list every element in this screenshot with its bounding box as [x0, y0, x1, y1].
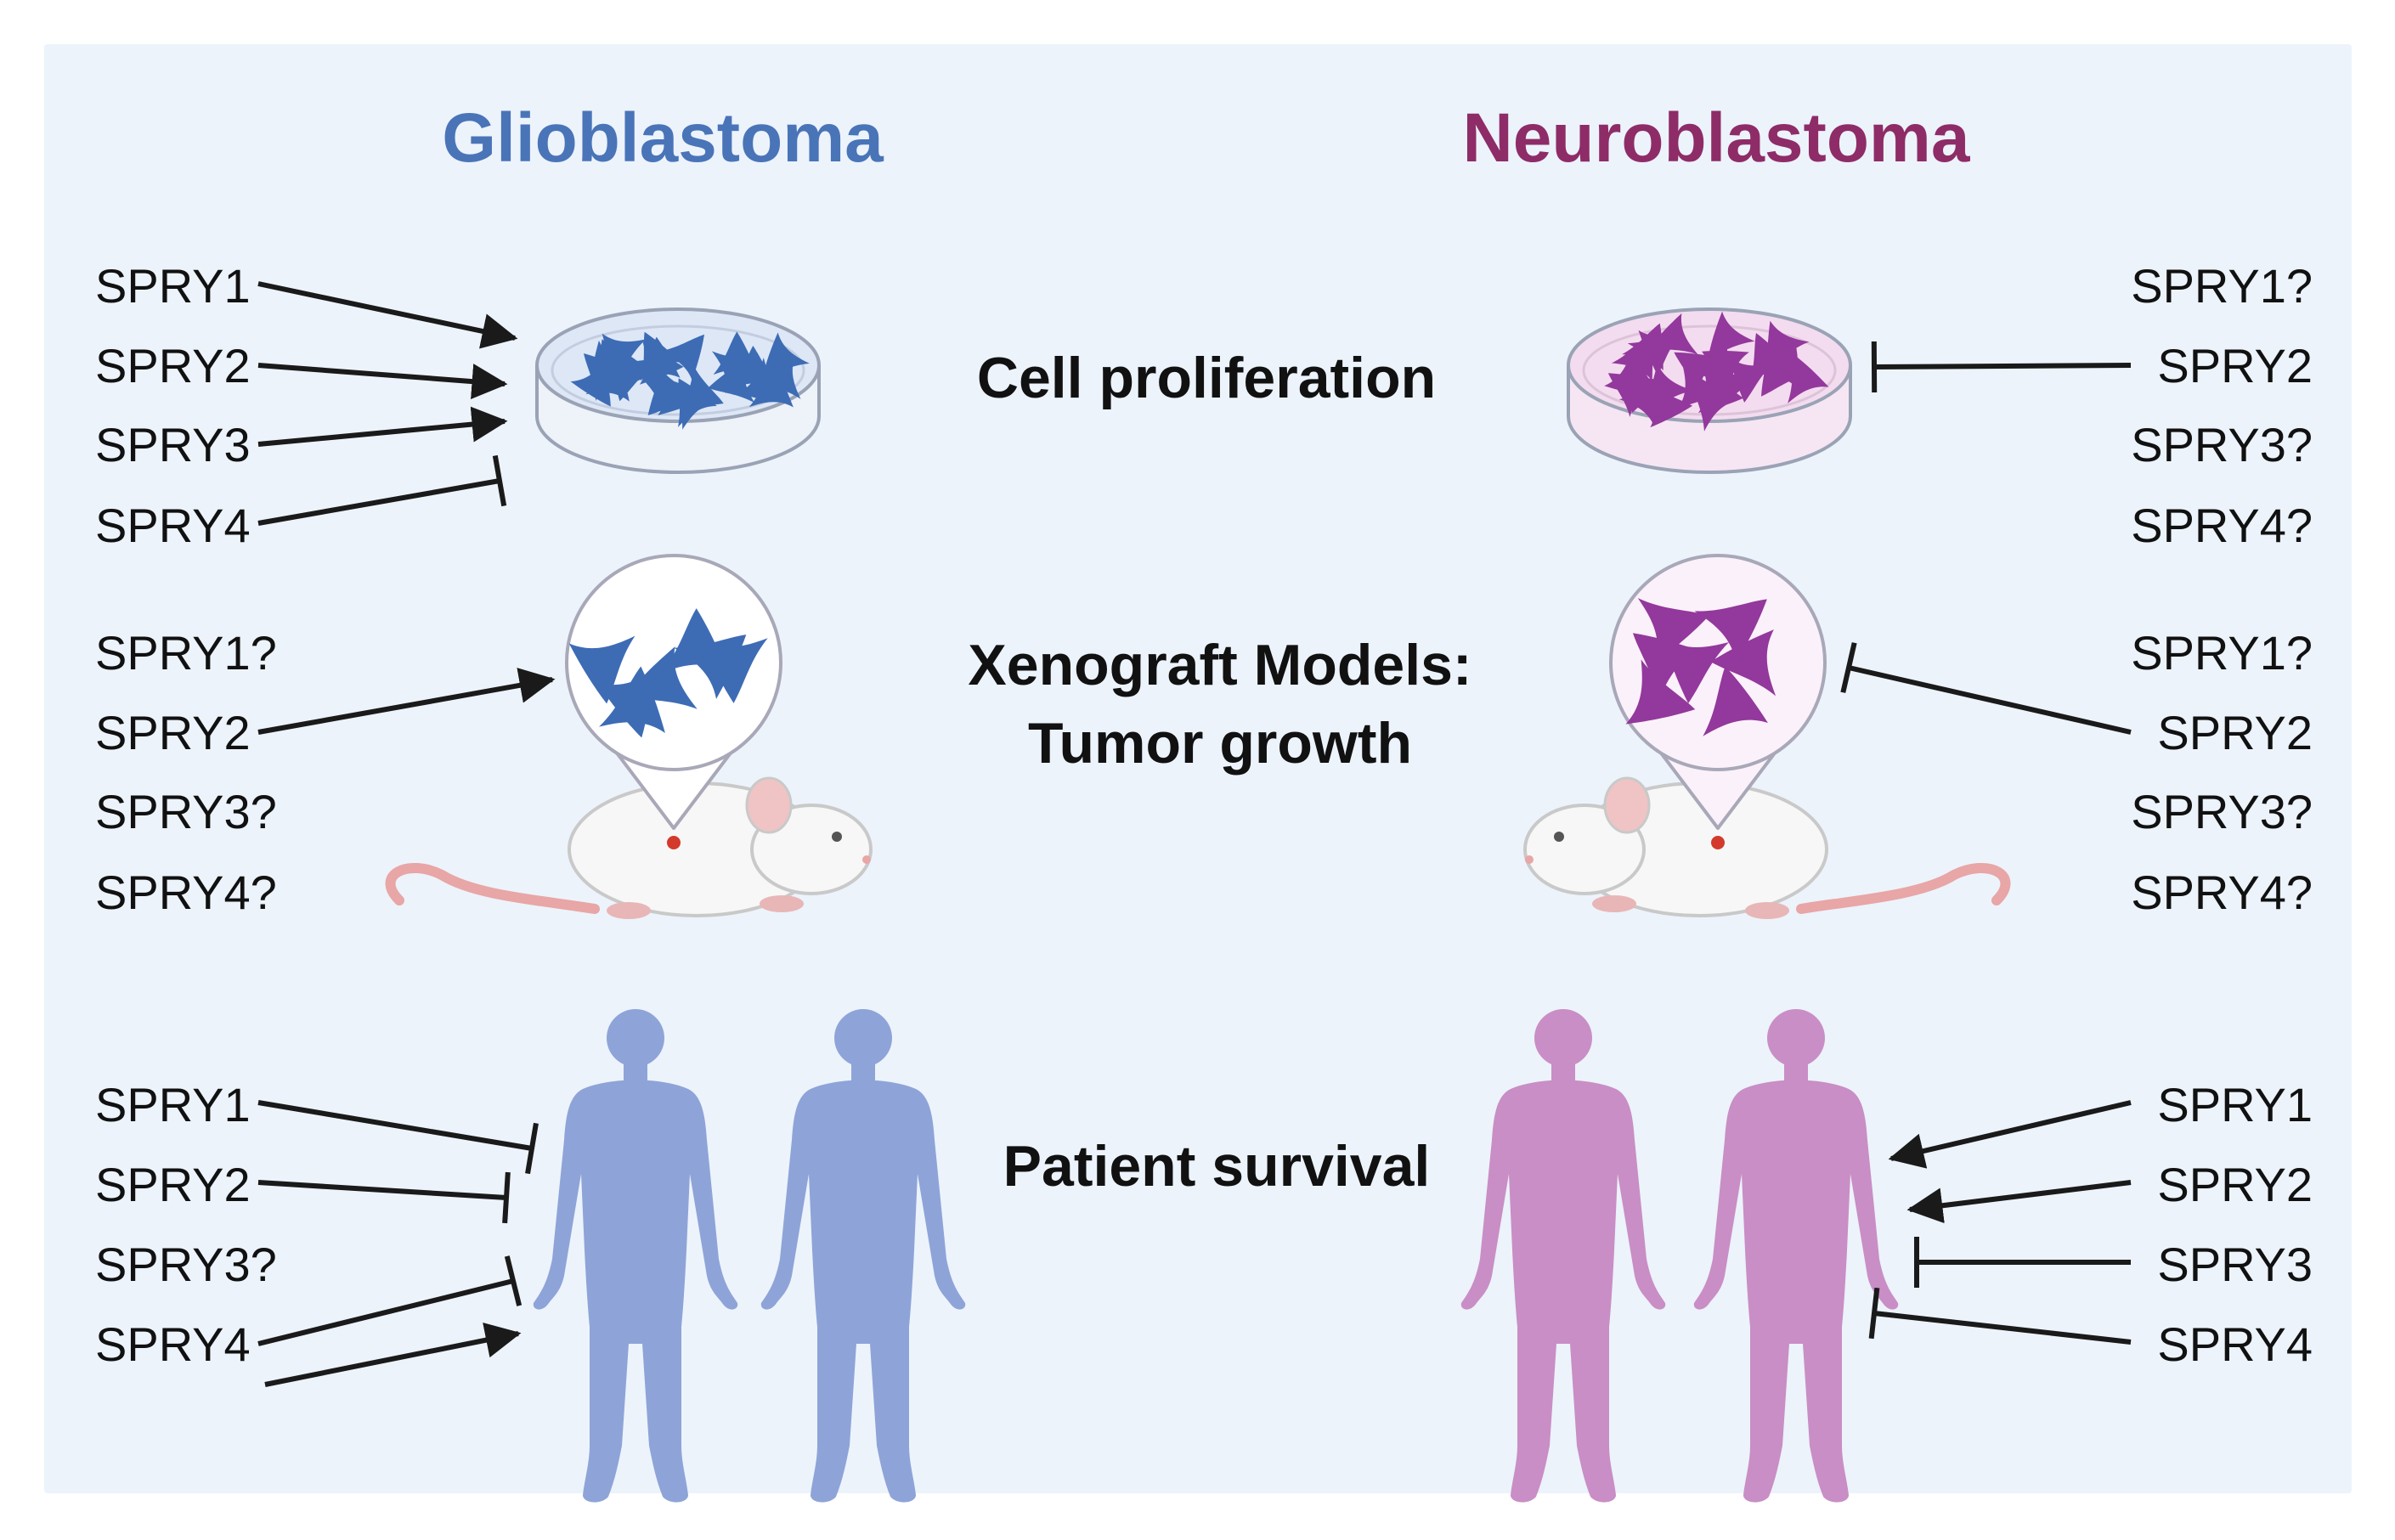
nbl-xenograft-gene-label: SPRY1? — [2131, 626, 2313, 680]
nbl-survival-gene-label: SPRY1 — [2157, 1078, 2313, 1131]
nbl-xenograft-gene-label: SPRY2 — [2157, 706, 2313, 759]
gbm-proliferation-gene-label: SPRY1 — [95, 259, 251, 313]
petri-dish-glioblastoma-icon — [537, 309, 819, 472]
gbm-survival-gene-label: SPRY4 — [95, 1317, 251, 1371]
nbl-xenograft-gene-label: SPRY3? — [2131, 785, 2313, 838]
title-neuroblastoma: Neuroblastoma — [1463, 99, 1971, 177]
nbl-proliferation-gene-label: SPRY4? — [2131, 499, 2313, 552]
gbm-proliferation-gene-label: SPRY4 — [95, 499, 251, 552]
nbl-survival-gene-label: SPRY3 — [2157, 1238, 2313, 1291]
heading-patient-survival: Patient survival — [1003, 1134, 1431, 1199]
nbl-survival-gene-label: SPRY2 — [2157, 1158, 2313, 1211]
nbl-proliferation-gene-label: SPRY3? — [2131, 418, 2313, 471]
gbm-xenograft-gene-label: SPRY4? — [95, 866, 277, 919]
petri-dish-neuroblastoma-icon — [1568, 309, 1850, 472]
gbm-survival-gene-label: SPRY3? — [95, 1238, 277, 1291]
gbm-xenograft-gene-label: SPRY2 — [95, 706, 251, 759]
gbm-xenograft-gene-label: SPRY1? — [95, 626, 277, 680]
heading-xenograft-line1: Xenograft Models: — [968, 633, 1471, 697]
gbm-survival-gene-label: SPRY2 — [95, 1158, 251, 1211]
gbm-survival-gene-label: SPRY1 — [95, 1078, 251, 1131]
gbm-proliferation-gene-label: SPRY3 — [95, 418, 251, 471]
title-glioblastoma: Glioblastoma — [442, 99, 884, 177]
heading-cell-proliferation: Cell proliferation — [977, 346, 1436, 410]
nbl-xenograft-gene-label: SPRY4? — [2131, 866, 2313, 919]
nbl-proliferation-gene-label: SPRY2 — [2157, 339, 2313, 392]
nbl-proliferation-gene-label: SPRY1? — [2131, 259, 2313, 313]
nbl-survival-gene-label: SPRY4 — [2157, 1317, 2313, 1371]
gbm-xenograft-gene-label: SPRY3? — [95, 785, 277, 838]
heading-xenograft-line2: Tumor growth — [1028, 711, 1412, 776]
gbm-proliferation-gene-label: SPRY2 — [95, 339, 251, 392]
